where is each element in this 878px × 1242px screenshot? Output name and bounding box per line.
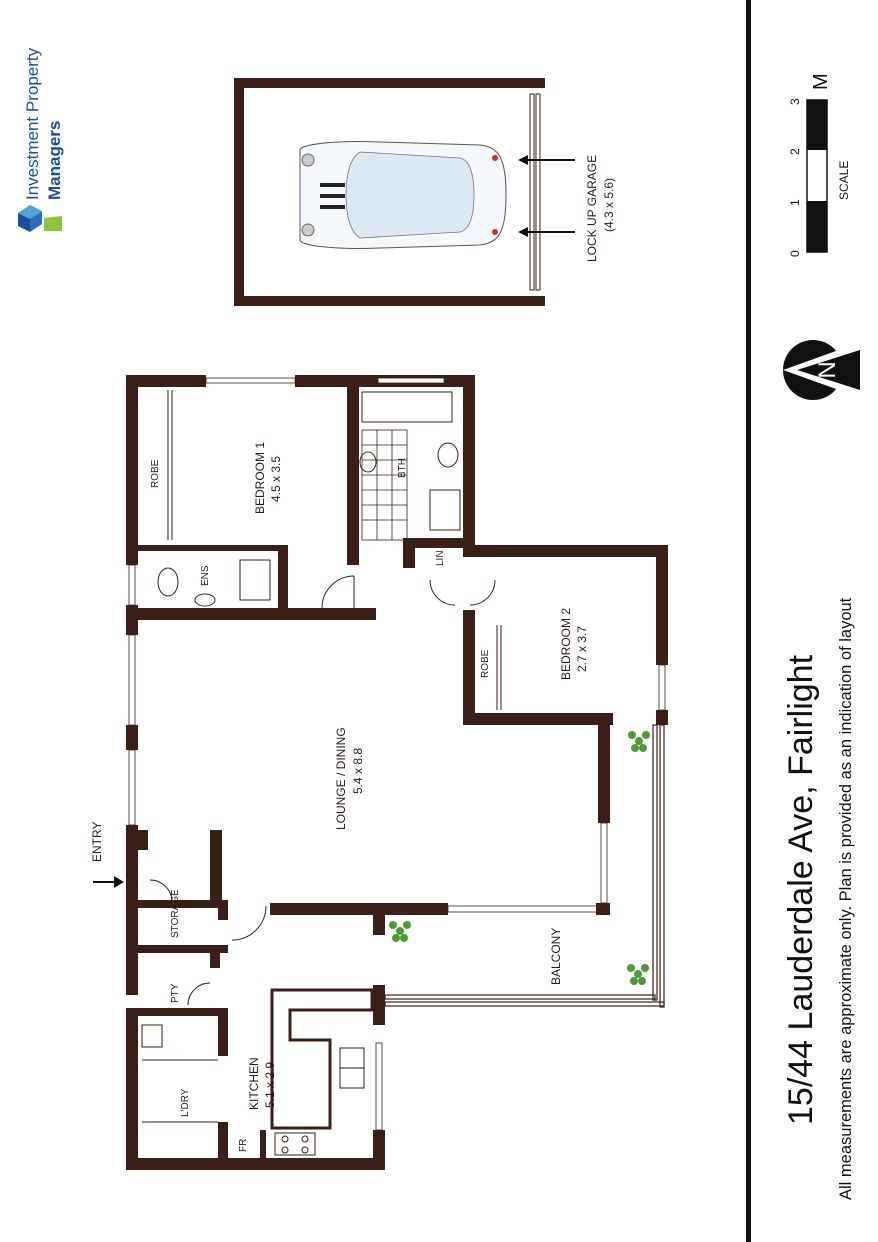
- company-logo: Investment Property Managers: [18, 47, 64, 232]
- scale-tick-1: 1: [788, 199, 802, 206]
- disclaimer-text: All measurements are approximate only. P…: [837, 597, 855, 1200]
- kitchen-size: 5.1 x 2.9: [263, 1062, 277, 1108]
- logo-text-line2: Managers: [45, 121, 64, 200]
- entry-arrow-icon: [93, 876, 124, 888]
- address-title: 15/44 Lauderdale Ave, Fairlight: [782, 654, 820, 1125]
- plant-icon: [627, 964, 649, 985]
- scale-unit: M: [810, 73, 832, 90]
- scale-tick-0: 0: [788, 250, 802, 257]
- logo-text-line1: Investment Property: [23, 47, 42, 200]
- lounge-label: LOUNGE / DINING: [334, 727, 348, 830]
- bedroom2-label: BEDROOM 2: [559, 608, 573, 680]
- garage: LOCK UP GARAGE (4.3 x 5.6): [234, 78, 616, 306]
- plant-icon: [389, 921, 411, 942]
- apartment-walls: [126, 375, 668, 1170]
- bedroom2-size: 2.7 x 3.7: [575, 626, 589, 672]
- robe1-label: ROBE: [150, 459, 161, 488]
- compass-icon: N: [783, 340, 864, 400]
- laundry-label: L'DRY: [180, 1088, 191, 1117]
- ensuite-label: ENS: [200, 565, 211, 586]
- robe2-label: ROBE: [480, 649, 491, 678]
- scale-tick-2: 2: [788, 148, 802, 155]
- bedroom1-size: 4.5 x 3.5: [269, 456, 283, 502]
- bath-tiles: [361, 429, 408, 541]
- scale-tick-3: 3: [788, 98, 802, 105]
- kitchen-label: KITCHEN: [247, 1057, 261, 1110]
- entry-label: ENTRY: [90, 822, 104, 862]
- balcony-label: BALCONY: [549, 928, 563, 985]
- scale-bar: 0 1 2 3 M SCALE: [788, 73, 851, 257]
- garage-size: (4.3 x 5.6): [602, 178, 616, 232]
- bedroom1-label: BEDROOM 1: [253, 442, 267, 514]
- compass-letter: N: [814, 361, 841, 378]
- right-border-line: [746, 0, 751, 1242]
- fridge-label: FR: [238, 1139, 249, 1152]
- scale-label: SCALE: [837, 161, 851, 200]
- bath-label: BTH: [397, 458, 408, 478]
- plant-icon: [628, 731, 650, 752]
- garage-label: LOCK UP GARAGE: [585, 155, 599, 262]
- fixtures: [141, 390, 502, 1156]
- car-icon: [299, 141, 507, 249]
- linen-label: LIN: [435, 550, 446, 566]
- pantry-label: PTY: [170, 983, 181, 1003]
- lounge-size: 5.4 x 8.8: [351, 748, 365, 794]
- logo-cube-icon: [18, 205, 62, 232]
- storage-label: STORAGE: [170, 889, 181, 938]
